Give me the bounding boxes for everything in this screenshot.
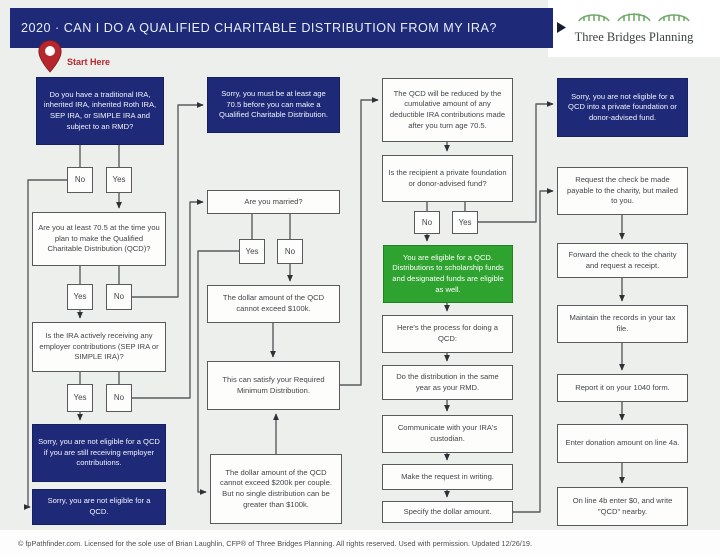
node-limit-200k-couple: The dollar amount of the QCD cannot exce…: [210, 454, 342, 524]
node-qcd-reduced: The QCD will be reduced by the cumulativ…: [382, 78, 513, 142]
copyright-text: © fpPathfinder.com. Licensed for the sol…: [18, 538, 532, 548]
title-bar: 2020 · CAN I DO A QUALIFIED CHARITABLE D…: [10, 8, 553, 48]
node-sorry-employer: Sorry, you are not eligible for a QCD if…: [32, 424, 166, 482]
node-sorry-private: Sorry, you are not eligible for a QCD in…: [557, 78, 688, 137]
node-report-1040: Report it on your 1040 form.: [557, 374, 688, 402]
brand-name: Three Bridges Planning: [574, 30, 694, 44]
node-sorry-not-eligible: Sorry, you are not eligible for a QCD.: [32, 489, 166, 525]
bridge-icon: [578, 13, 690, 22]
branch-no-age: No: [106, 284, 132, 310]
branch-yes-recipient: Yes: [452, 211, 478, 234]
node-q-age-70-5: Are you at least 70.5 at the time you pl…: [32, 212, 166, 266]
branch-no-employer: No: [106, 384, 132, 412]
node-same-year: Do the distribution in the same year as …: [382, 365, 513, 400]
node-forward-check: Forward the check to the charity and req…: [557, 243, 688, 278]
node-maintain-records: Maintain the records in your tax file.: [557, 305, 688, 343]
node-communicate: Communicate with your IRA's custodian.: [382, 415, 513, 453]
node-specify-amount: Specify the dollar amount.: [382, 501, 513, 523]
branch-yes-ira-type: Yes: [106, 167, 132, 193]
node-q-employer-contrib: Is the IRA actively receiving any employ…: [32, 322, 166, 372]
node-satisfy-rmd: This can satisfy your Required Minimum D…: [207, 361, 340, 410]
branch-yes-age: Yes: [67, 284, 93, 310]
node-process-intro: Here's the process for doing a QCD:: [382, 315, 513, 353]
branch-no-recipient: No: [414, 211, 440, 234]
start-here-label: Start Here: [67, 57, 111, 67]
branch-no-married: No: [277, 239, 303, 264]
node-line-4a: Enter donation amount on line 4a.: [557, 424, 688, 463]
branch-yes-employer: Yes: [67, 384, 93, 412]
node-q-ira-type: Do you have a traditional IRA, inherited…: [36, 77, 164, 145]
footer: © fpPathfinder.com. Licensed for the sol…: [0, 530, 720, 556]
node-q-recipient: Is the recipient a private foundation or…: [382, 155, 513, 202]
start-pin-icon: [38, 40, 62, 73]
logo-background: [548, 0, 720, 57]
node-sorry-under-70-5: Sorry, you must be at least age 70.5 bef…: [207, 77, 340, 133]
header-pointer-icon: [557, 22, 566, 33]
brand-logo: Three Bridges Planning: [552, 8, 716, 45]
node-request-writing: Make the request in writing.: [382, 464, 513, 490]
node-limit-100k: The dollar amount of the QCD cannot exce…: [207, 285, 340, 323]
branch-no-ira-type: No: [67, 167, 93, 193]
node-eligible: You are eligible for a QCD. Distribution…: [383, 245, 513, 303]
page-title: 2020 · CAN I DO A QUALIFIED CHARITABLE D…: [21, 21, 497, 35]
node-q-married: Are you married?: [207, 190, 340, 214]
node-line-4b: On line 4b enter $0, and write "QCD" nea…: [557, 487, 688, 526]
branch-yes-married: Yes: [239, 239, 265, 264]
node-request-check: Request the check be made payable to the…: [557, 167, 688, 215]
